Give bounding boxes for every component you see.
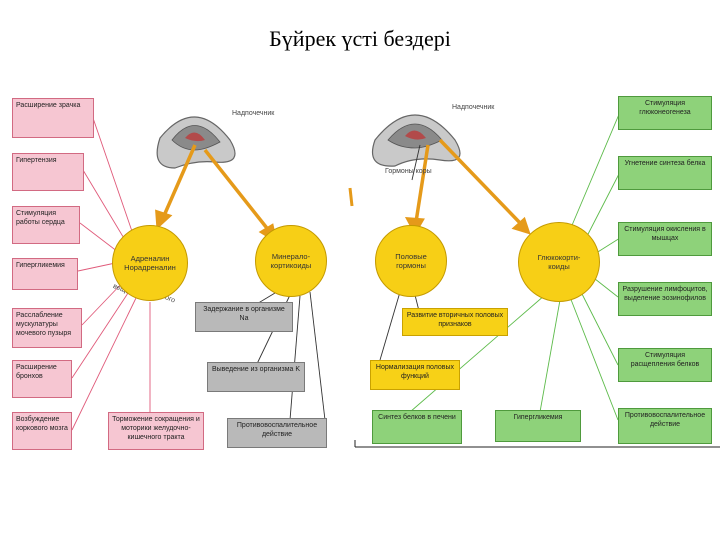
green-box-8: Синтез белков в печени <box>372 410 462 444</box>
green-box-3: Стимуляция окисления в мышцах <box>618 222 712 256</box>
green-connectors <box>409 111 621 421</box>
green-box-6: Противовоспалительное действие <box>618 408 712 444</box>
pink-box-6: Расширение бронхов <box>12 360 72 398</box>
gray-box-k-excretion: Выведение из организма K <box>207 362 305 392</box>
green-box-4: Разрушение лимфоцитов, выделение эозиноф… <box>618 282 712 316</box>
pink-box-2: Гипертензия <box>12 153 84 191</box>
circle-mineralocorticoids: Минерало-кортикоиды <box>255 225 327 297</box>
green-box-5: Стимуляция расщепления белков <box>618 348 712 382</box>
right-gland-label: Надпочечник <box>452 104 495 111</box>
yellow-box-normalize: Нормализация половых функций <box>370 360 460 390</box>
pink-box-7: Возбуждение коркового мозга <box>12 412 72 450</box>
right-gland-icon <box>371 114 461 167</box>
left-gland-icon <box>156 116 236 169</box>
red-connectors <box>71 117 151 431</box>
gray-box-na-retention: Задержание в организме Na <box>195 302 293 332</box>
page-title: Бүйрек үсті бездері <box>269 26 451 51</box>
green-box-1: Стимуляция глюконеогенеза <box>618 96 712 130</box>
green-box-7: Гипергликемия <box>495 410 581 442</box>
gray-box-antiinflammatory: Противовоспалительное действие <box>227 418 327 448</box>
pink-box-4: Гипергликемия <box>12 258 78 290</box>
pink-box-5: Расслабление мускулатуры мочевого пузыря <box>12 308 82 348</box>
pink-box-3: Стимуляция работы сердца <box>12 206 80 244</box>
circle-adrenalin: Адреналин Норадреналин <box>112 225 188 301</box>
pink-box-1: Расширение зрачка <box>12 98 94 138</box>
cortex-label: Гормоны коры <box>385 168 432 175</box>
yellow-box-secondary-traits: Развитие вторичных половых признаков <box>402 308 508 336</box>
circle-glucocorticoids: Глюкокорти-коиды <box>518 222 600 302</box>
pink-box-gut: Торможение сокращения и моторики желудоч… <box>108 412 204 450</box>
left-gland-label: Надпочечник <box>232 110 275 117</box>
orange-arrows <box>155 138 531 244</box>
circle-sex-hormones: Половые гормоны <box>375 225 447 297</box>
green-box-2: Угнетение синтеза белка <box>618 156 712 190</box>
